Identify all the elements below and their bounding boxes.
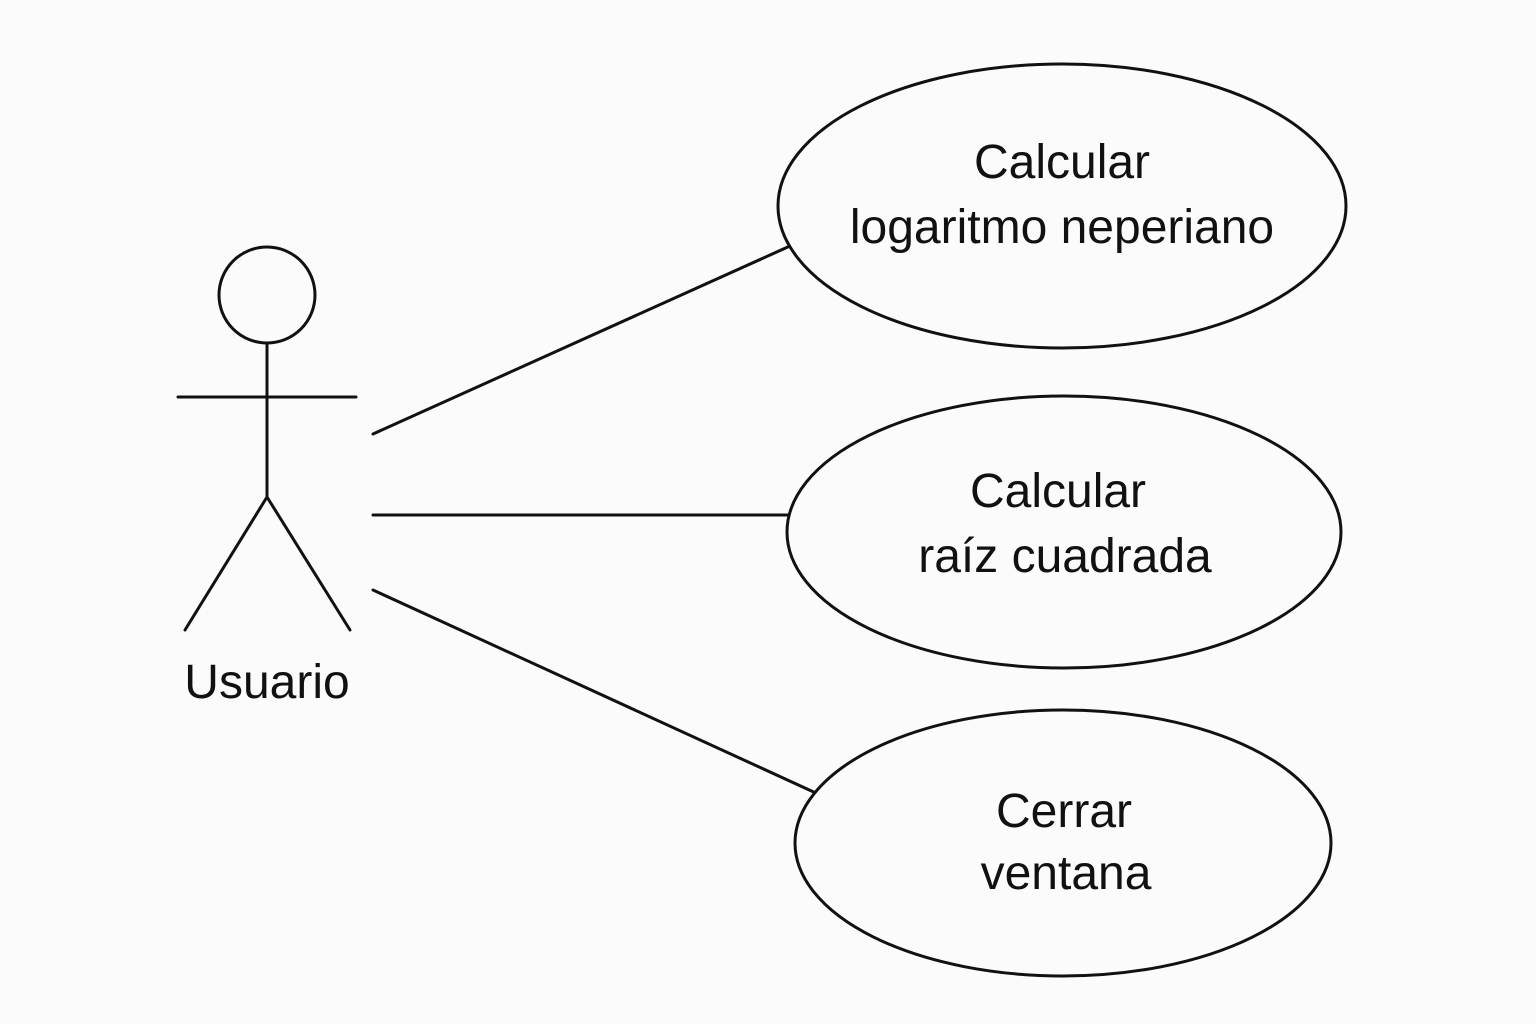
use-case-label-line2: raíz cuadrada bbox=[918, 530, 1212, 583]
use-case-label-line1: Calcular bbox=[970, 465, 1146, 518]
use-case-label-line2: logaritmo neperiano bbox=[850, 201, 1274, 254]
actor-right-leg bbox=[265, 495, 352, 632]
use-case-ellipse bbox=[793, 708, 1333, 978]
use-case-label-line2: ventana bbox=[981, 847, 1152, 900]
association-line-3 bbox=[371, 588, 820, 796]
association-line-1 bbox=[371, 244, 792, 436]
use-case-cerrar-ventana: Cerrar ventana bbox=[793, 708, 1333, 978]
actor-left-leg bbox=[183, 495, 269, 632]
use-case-ellipse bbox=[776, 62, 1348, 350]
actor-head bbox=[217, 245, 317, 345]
actor-usuario: Usuario bbox=[176, 245, 358, 709]
actor-label: Usuario bbox=[184, 656, 349, 709]
use-case-label-line1: Cerrar bbox=[996, 785, 1132, 838]
use-case-ellipse bbox=[785, 394, 1343, 670]
use-case-calcular-logaritmo: Calcular logaritmo neperiano bbox=[776, 62, 1348, 350]
use-case-label-line1: Calcular bbox=[974, 136, 1150, 189]
use-case-calcular-raiz: Calcular raíz cuadrada bbox=[785, 394, 1343, 670]
